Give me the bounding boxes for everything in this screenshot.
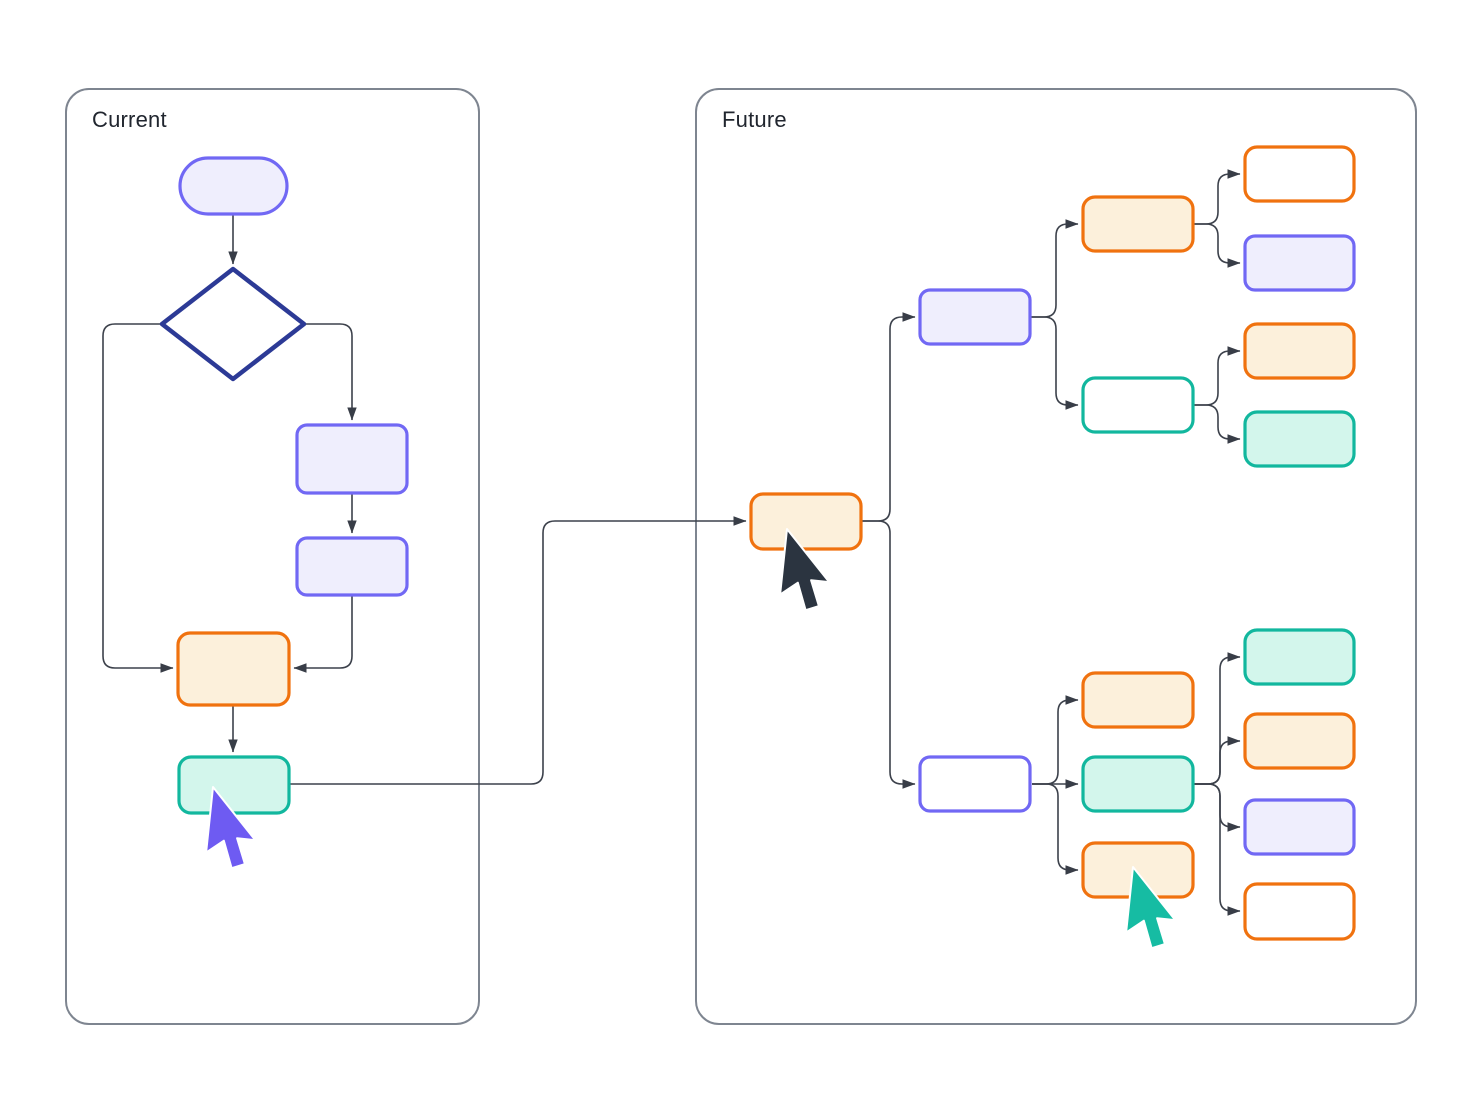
- edge-path-top-to-top-option-a: [1030, 219, 1079, 318]
- node-start[interactable]: [178, 156, 289, 216]
- node-top-a-result-2[interactable]: [1243, 234, 1356, 292]
- edge-step-b-to-merge: [293, 595, 353, 673]
- current-frame-title: Current: [92, 107, 167, 132]
- current-frame: Current: [65, 88, 480, 1025]
- node-path-bottom[interactable]: [918, 755, 1032, 813]
- node-top-option-a[interactable]: [1081, 195, 1195, 253]
- nodes-layer: [159, 145, 1356, 941]
- node-step-a[interactable]: [295, 423, 409, 495]
- node-bottom-b-result-3[interactable]: [1243, 798, 1356, 856]
- node-top-a-result-1[interactable]: [1243, 145, 1356, 203]
- edge-path-bottom-to-bottom-option-a: [1032, 695, 1079, 785]
- edge-path-top-to-top-option-b: [1030, 316, 1079, 410]
- edge-bottom-option-b-to-bottom-b-result-4: [1193, 783, 1241, 916]
- node-top-b-result-2[interactable]: [1243, 410, 1356, 468]
- edge-root-to-path-top: [861, 312, 916, 522]
- edge-top-option-b-to-top-b-result-2: [1193, 404, 1241, 444]
- edge-top-option-a-to-top-a-result-2: [1193, 223, 1241, 268]
- edge-decision-to-step-a: [305, 323, 357, 421]
- node-handoff[interactable]: [177, 755, 291, 815]
- edge-bottom-option-b-to-bottom-b-result-3: [1193, 783, 1241, 832]
- edge-bottom-option-b-to-bottom-b-result-1: [1193, 652, 1241, 785]
- edge-top-option-b-to-top-b-result-1: [1193, 346, 1241, 406]
- edge-top-option-a-to-top-a-result-1: [1193, 169, 1241, 225]
- node-bottom-option-a[interactable]: [1081, 671, 1195, 729]
- node-decision[interactable]: [159, 266, 307, 382]
- node-top-b-result-1[interactable]: [1243, 322, 1356, 380]
- edge-bottom-option-b-to-bottom-b-result-2: [1193, 736, 1241, 785]
- node-step-b[interactable]: [295, 536, 409, 597]
- node-top-option-b[interactable]: [1081, 376, 1195, 434]
- node-root[interactable]: [749, 492, 863, 551]
- edge-path-bottom-to-bottom-option-c: [1032, 783, 1079, 875]
- node-path-top[interactable]: [918, 288, 1032, 346]
- edge-root-to-path-bottom: [861, 520, 916, 789]
- edges-layer: [102, 169, 1241, 916]
- edge-handoff-to-root: [289, 516, 747, 785]
- edge-decision-to-merge: [102, 323, 174, 673]
- node-bottom-b-result-1[interactable]: [1243, 628, 1356, 686]
- purple-cursor: [205, 786, 257, 870]
- cursors-layer: [205, 528, 1177, 950]
- teal-cursor: [1125, 866, 1177, 950]
- node-bottom-option-b[interactable]: [1081, 755, 1195, 813]
- future-frame-title: Future: [722, 107, 787, 132]
- node-bottom-b-result-2[interactable]: [1243, 712, 1356, 770]
- dark-cursor: [779, 528, 831, 612]
- node-merge[interactable]: [176, 631, 291, 707]
- node-bottom-b-result-4[interactable]: [1243, 882, 1356, 941]
